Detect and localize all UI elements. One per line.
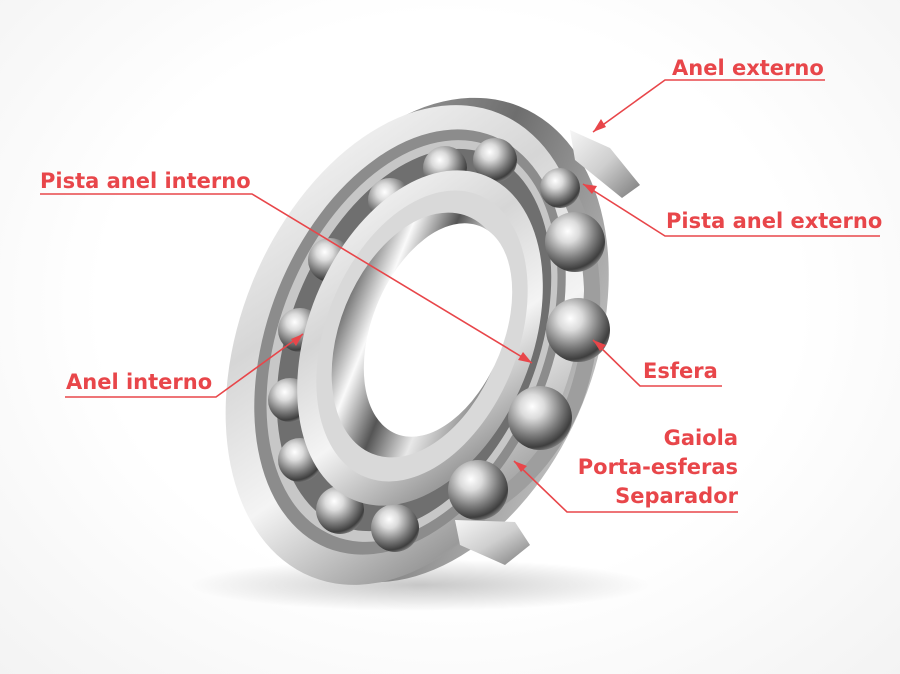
label-cage-line-1: Gaiola [663,426,738,450]
bore-opening [363,223,513,437]
outer-ring-cut-bottom [455,520,530,565]
label-cage-line-2: Porta-esferas [577,455,738,479]
leader-cage [513,460,738,513]
label-cage-line-3: Separador [615,484,738,508]
leader-inner-ring [65,333,304,398]
leader-ball [592,339,722,387]
arrow-ball [593,340,606,351]
arrow-outer-raceway [583,184,597,194]
arrow-cage [514,461,527,472]
label-inner-ring: Anel interno [66,370,213,394]
leader-lines [40,79,880,513]
front-balls [448,168,610,520]
label-outer-ring: Anel externo [672,56,824,80]
arrow-inner-raceway [518,352,532,363]
label-cage: Gaiola Porta-esferas Separador [578,424,738,511]
label-outer-ring-raceway: Pista anel externo [666,209,883,233]
leader-outer-ring [592,79,825,133]
outer-ring-cut-top [570,130,640,198]
leader-outer-raceway [582,183,880,237]
label-inner-ring-raceway: Pista anel interno [40,169,251,193]
leader-inner-raceway [40,193,533,364]
arrow-outer-ring [593,119,606,132]
arrow-inner-ring [291,334,303,346]
label-ball: Esfera [643,359,718,383]
